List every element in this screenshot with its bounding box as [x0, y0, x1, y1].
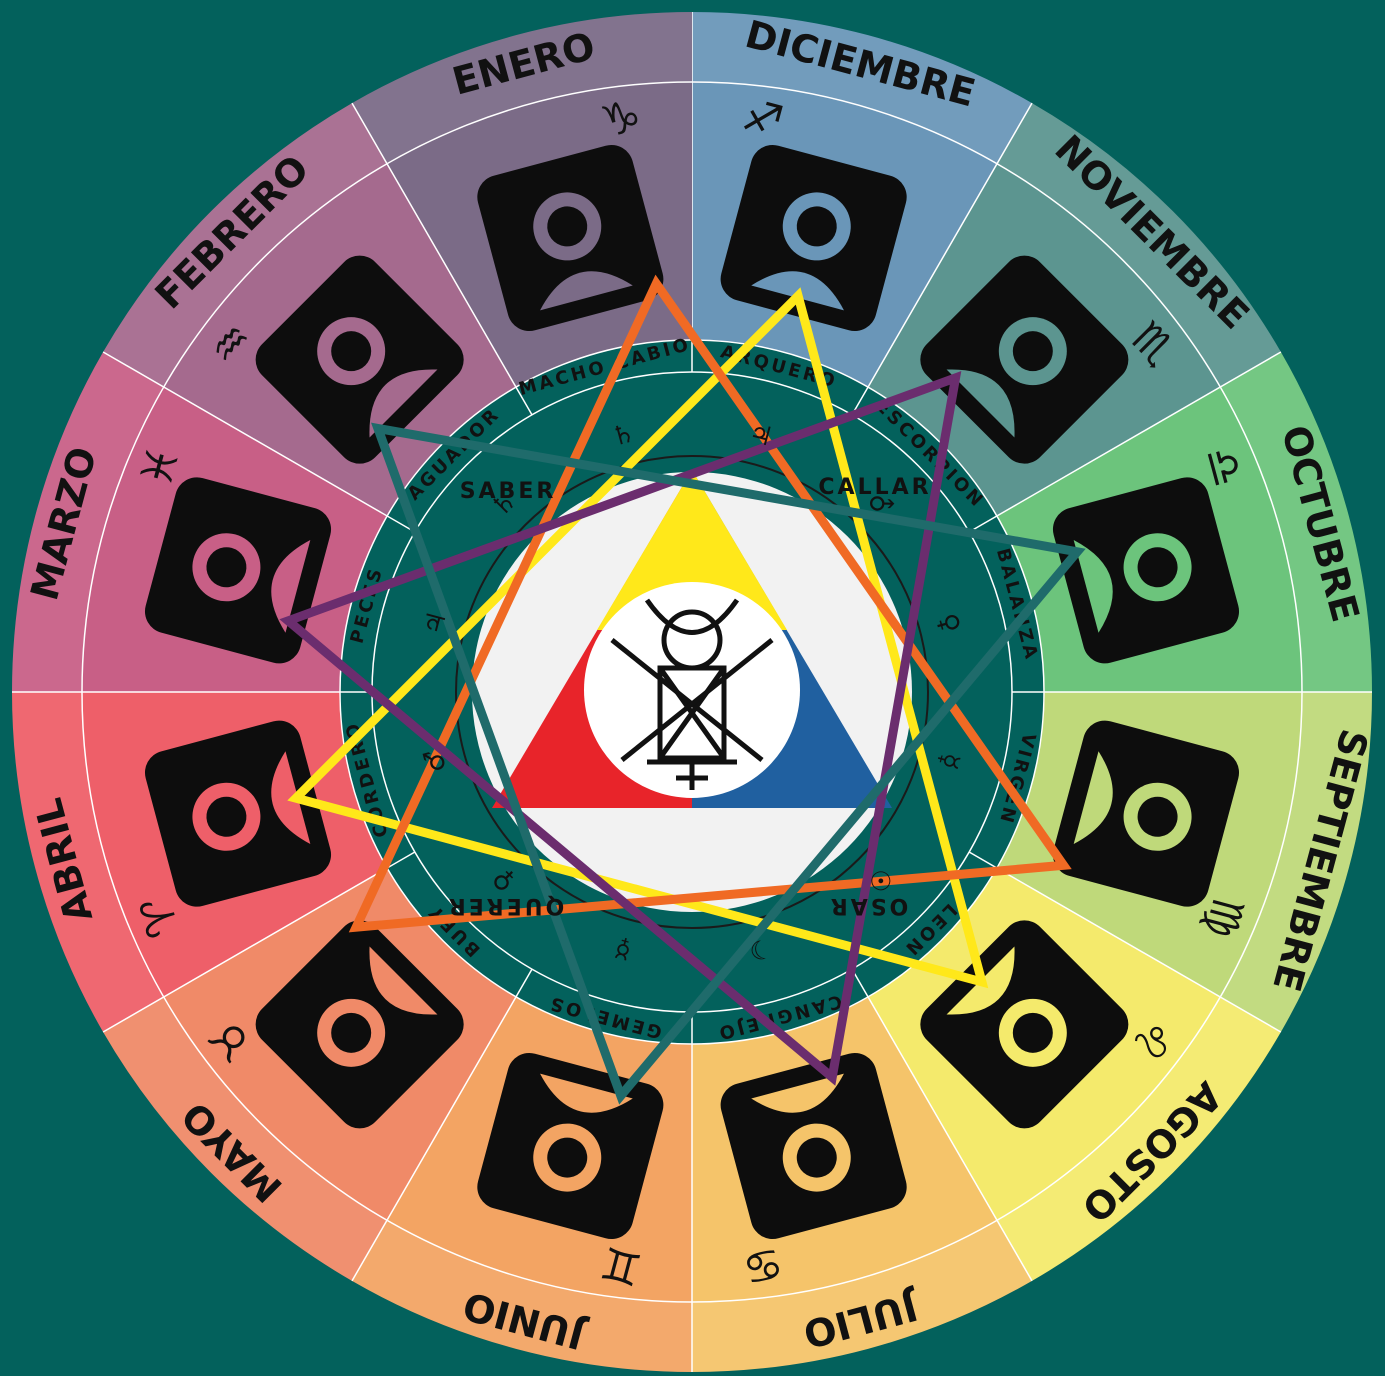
- planet-symbol: ♀: [931, 610, 965, 636]
- planet-symbol: ♂: [418, 746, 453, 776]
- planet-symbol: ♄: [608, 418, 638, 453]
- verb-callar: CALLAR: [818, 475, 931, 500]
- planet-symbol: ☿: [612, 932, 635, 965]
- verb-querer: QUERER: [446, 893, 565, 918]
- verb-osar: OSAR: [828, 893, 909, 918]
- planet-symbol: ☿: [932, 749, 965, 772]
- verb-saber: SABER: [460, 479, 557, 504]
- planet-symbol: ☽: [746, 931, 776, 966]
- planet-symbol: ♀: [487, 862, 522, 897]
